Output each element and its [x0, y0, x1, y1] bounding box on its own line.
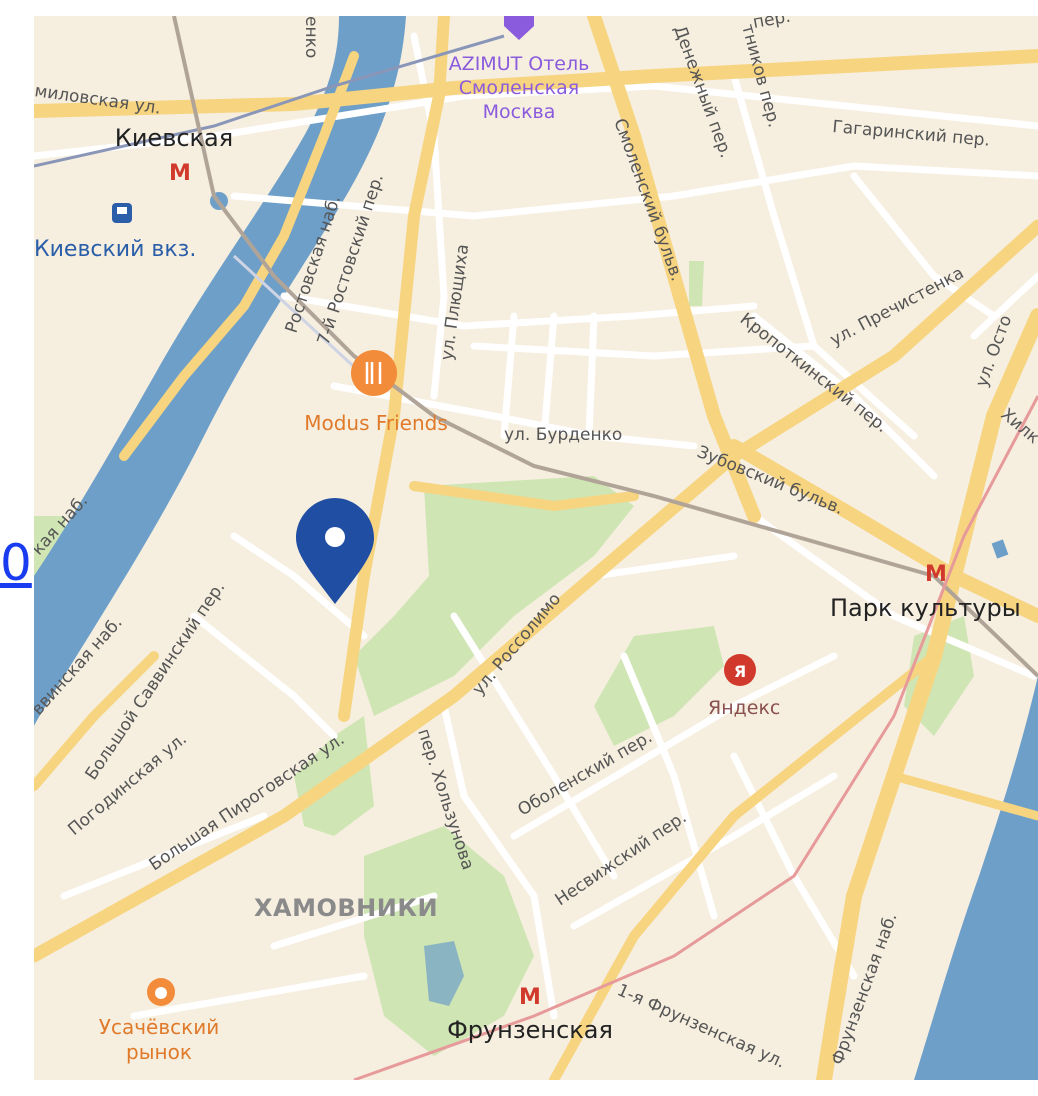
- railway-line: [34, 34, 505, 168]
- station-label: Фрунзенская: [447, 1016, 613, 1044]
- poi-label: Киевский вкз.: [34, 237, 196, 262]
- street-label: ул. Бурденко: [504, 425, 622, 445]
- metro-icon: М: [519, 985, 541, 1010]
- metro-line-sokolnicheskaya: [172, 16, 1038, 678]
- metro-icon: М: [169, 161, 191, 186]
- pond: [424, 941, 464, 1006]
- map-canvas: ХАМОВНИКИ миловская ул. енко Ростовская …: [34, 16, 1038, 1080]
- station-label: Киевская: [115, 124, 233, 152]
- metro-icon: М: [925, 562, 947, 587]
- hotel-icon: [504, 16, 534, 40]
- metro-station-kievskaya[interactable]: Киевская М: [115, 124, 233, 186]
- restaurant-icon: [351, 350, 397, 396]
- district-label: ХАМОВНИКИ: [254, 894, 438, 922]
- poi-label: Москва: [483, 101, 556, 123]
- pond: [991, 539, 1009, 559]
- poi-market[interactable]: Усачёвский рынок: [99, 978, 219, 1064]
- park-area: [689, 261, 704, 306]
- railway-line: [232, 254, 366, 378]
- map-view[interactable]: ХАМОВНИКИ миловская ул. енко Ростовская …: [34, 16, 1038, 1080]
- river-moskva-east: [914, 676, 1038, 1080]
- station-label: Парк культуры: [830, 594, 1021, 622]
- metro-station-frunzenskaya[interactable]: М Фрунзенская: [447, 985, 613, 1044]
- train-icon-window: [117, 207, 127, 214]
- side-link[interactable]: 0: [0, 534, 32, 592]
- river-moskva: [34, 16, 406, 726]
- poi-hotel[interactable]: AZIMUT Отель Смоленская Москва: [449, 16, 590, 123]
- yandex-icon: [724, 654, 756, 686]
- park-area: [354, 476, 634, 716]
- yandex-icon-letter: Я: [734, 662, 746, 681]
- street-label: енко: [301, 16, 321, 58]
- minor-roads: [34, 32, 1038, 1020]
- poi-yandex[interactable]: Я Яндекс: [708, 654, 780, 719]
- poi-label: Modus Friends: [304, 411, 448, 435]
- market-icon-glyph: [155, 987, 167, 999]
- poi-railway-station[interactable]: Киевский вкз.: [34, 203, 196, 262]
- poi-label: Усачёвский: [99, 1015, 219, 1039]
- location-pin-icon[interactable]: [296, 498, 374, 604]
- poi-label: AZIMUT Отель: [449, 53, 590, 75]
- poi-label: рынок: [126, 1040, 192, 1064]
- restaurant-icon-glyph: [365, 362, 382, 384]
- metro-line-red: [353, 395, 1038, 1080]
- poi-label: Смоленская: [459, 77, 579, 99]
- metro-station-park-kultury[interactable]: М Парк культуры: [830, 562, 1021, 622]
- poi-label: Яндекс: [708, 697, 780, 719]
- park-area: [364, 826, 534, 1056]
- parks: [34, 261, 974, 1056]
- poi-restaurant[interactable]: Modus Friends: [304, 350, 448, 435]
